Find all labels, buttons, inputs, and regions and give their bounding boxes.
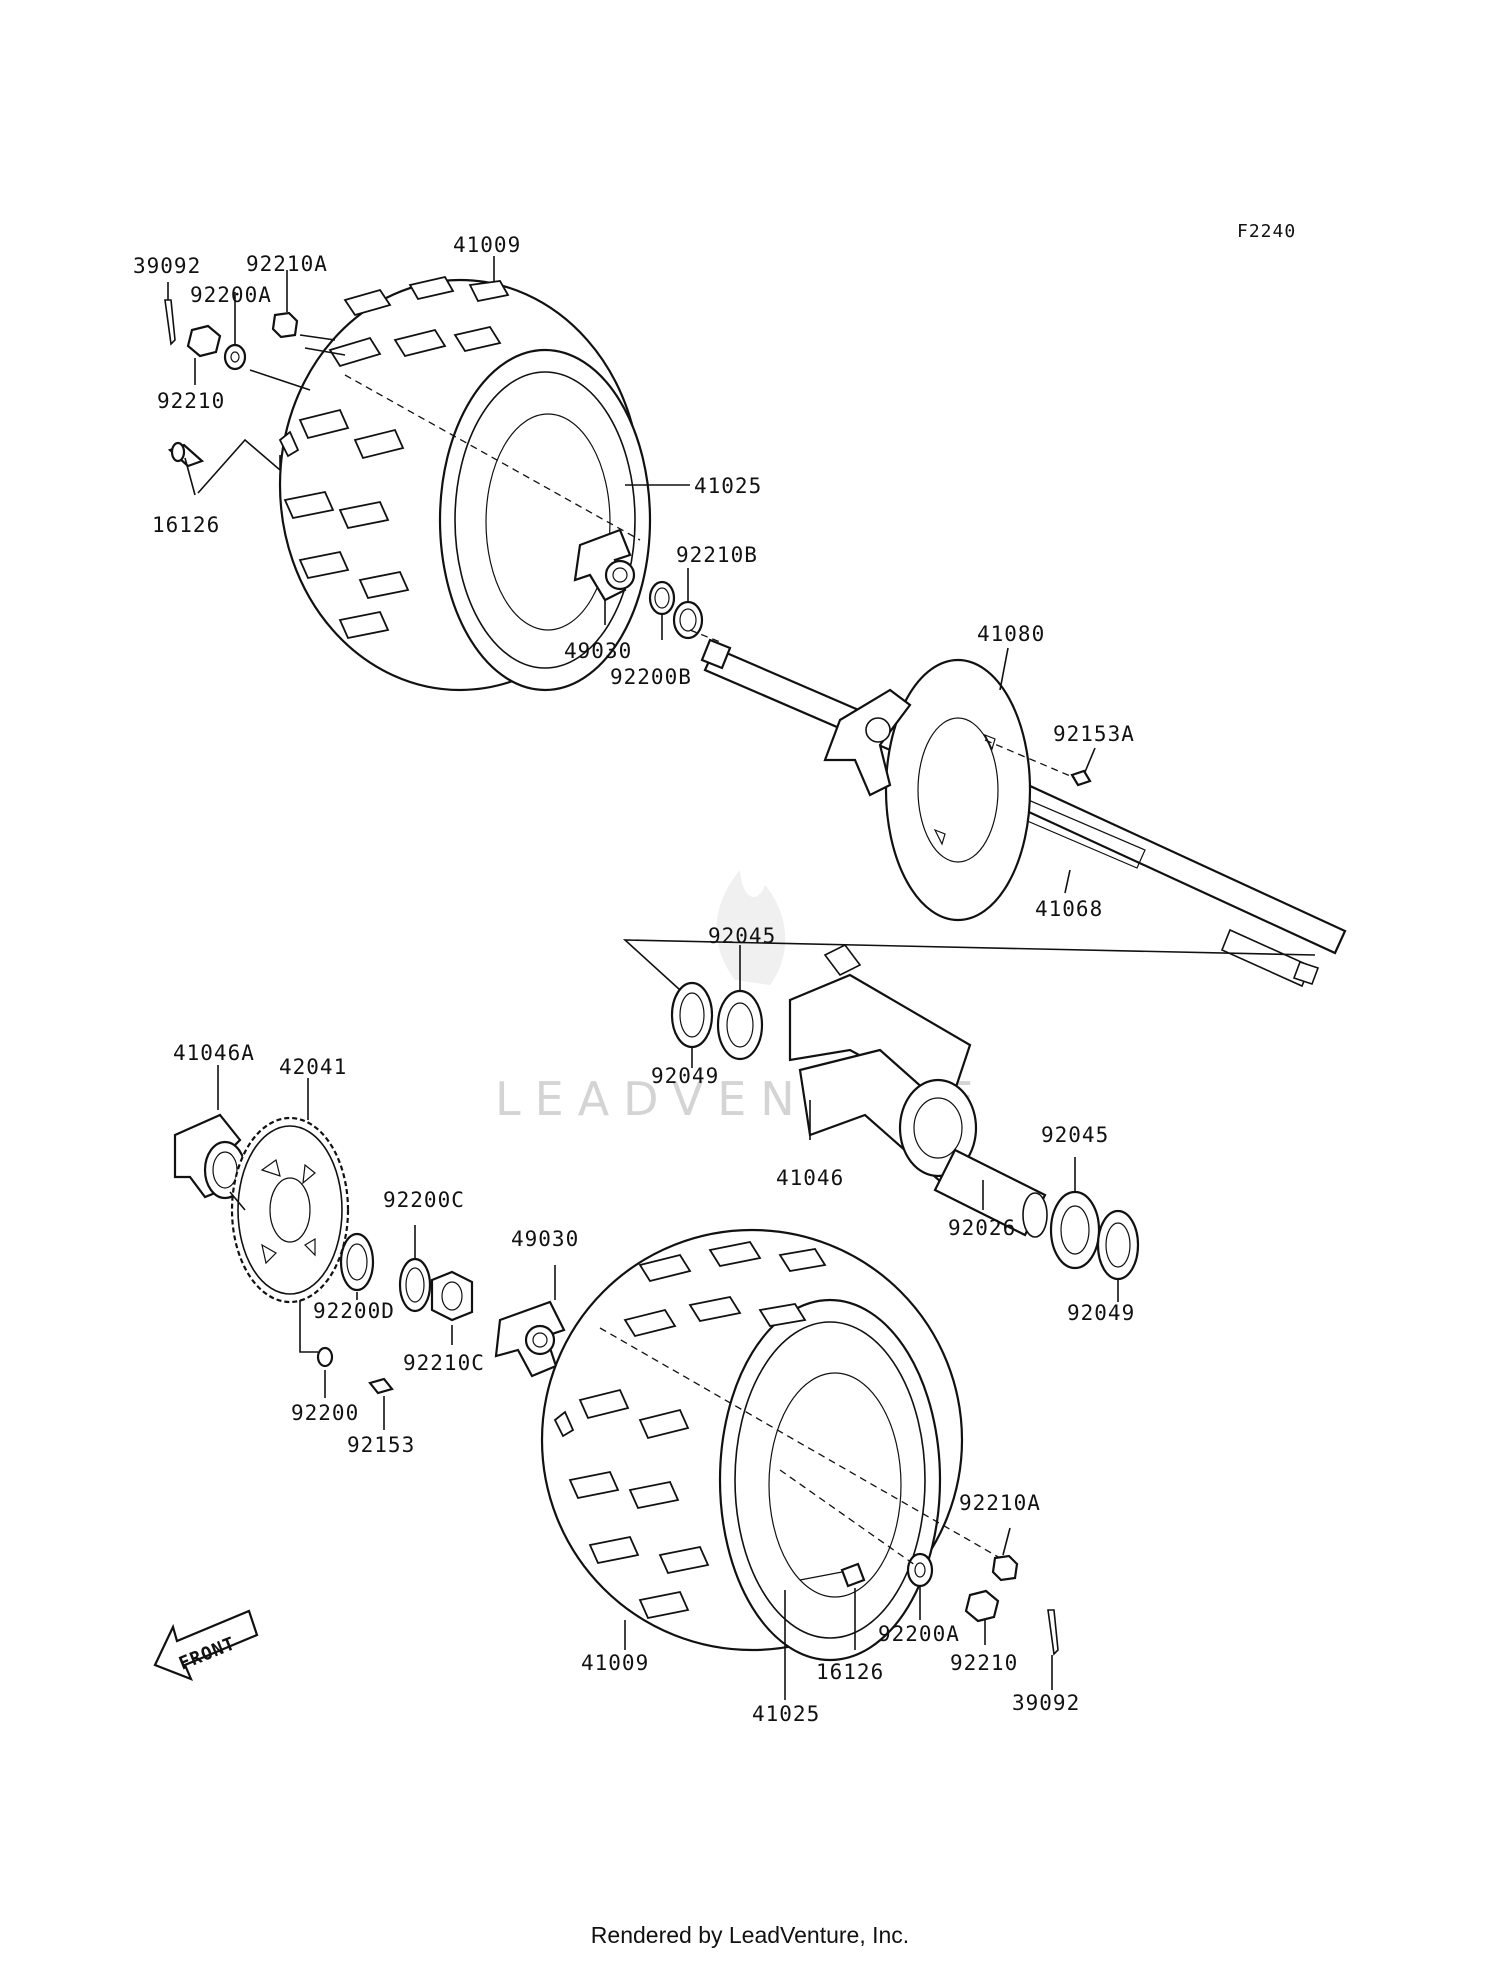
drawing-code: F2240 xyxy=(1237,221,1296,242)
lower-leader-lines xyxy=(599,1327,1053,1700)
part-label: 92210A xyxy=(959,1491,1041,1515)
part-label: 92210C xyxy=(403,1351,485,1375)
part-label: 92049 xyxy=(651,1064,719,1088)
watermark-logo xyxy=(716,870,786,985)
part-label: 92210 xyxy=(157,389,225,413)
part-number-labels: 39092 92210A 41009 92200A 92210 16126 41… xyxy=(133,233,1135,1726)
washer-92200A-lower xyxy=(906,1552,934,1588)
part-label: 39092 xyxy=(1012,1691,1080,1715)
part-label: 92210B xyxy=(676,543,758,567)
brake-disc-41080 xyxy=(884,658,1032,922)
washer-92200 xyxy=(316,1346,334,1368)
part-label: 92210 xyxy=(950,1651,1018,1675)
part-label: 92049 xyxy=(1067,1301,1135,1325)
sprocket-42041 xyxy=(230,1116,350,1304)
part-label: 92026 xyxy=(948,1216,1016,1240)
bolt-92153 xyxy=(368,1377,394,1395)
part-label: 92200C xyxy=(383,1188,465,1212)
part-label: 92200A xyxy=(878,1622,960,1646)
washer-92200B xyxy=(648,580,676,616)
part-label: 92200 xyxy=(291,1401,359,1425)
nut-92210B xyxy=(672,600,704,640)
part-label: 16126 xyxy=(816,1660,884,1684)
washer-92200C xyxy=(398,1257,432,1313)
washer-92200A-upper xyxy=(223,343,247,371)
part-label: 49030 xyxy=(511,1227,579,1251)
bearing-leader-lines xyxy=(691,945,1119,1302)
hub-49030-upper xyxy=(573,528,636,602)
bearing-92045-upper xyxy=(716,989,764,1061)
part-label: 92153A xyxy=(1053,722,1135,746)
nut-92210A-lower xyxy=(991,1554,1019,1582)
nut-92210-upper xyxy=(186,324,222,358)
part-label: 41046 xyxy=(776,1166,844,1190)
seal-92049-lower xyxy=(1096,1209,1140,1281)
part-label: 92200B xyxy=(610,665,692,689)
front-direction-arrow: FRONT xyxy=(153,1609,259,1681)
axle-flange xyxy=(823,688,912,797)
seal-92049-upper xyxy=(670,981,714,1049)
part-label: 41080 xyxy=(977,622,1045,646)
washer-92200D xyxy=(339,1232,375,1292)
part-label: 42041 xyxy=(279,1055,347,1079)
part-label: 41068 xyxy=(1035,897,1103,921)
upper-leader-lines xyxy=(167,256,721,643)
housing-41046 xyxy=(788,943,978,1192)
stud-16126-upper xyxy=(167,441,205,468)
sprocket-leader-lines xyxy=(217,1065,556,1430)
hub-49030-lower xyxy=(494,1300,566,1378)
part-label: 92200A xyxy=(190,283,272,307)
bolt-92153A xyxy=(1070,769,1092,787)
stud-16126-lower xyxy=(799,1562,866,1588)
part-label: 41025 xyxy=(752,1702,820,1726)
nut-92210A-upper xyxy=(271,311,299,339)
cotter-pin-39092-lower xyxy=(1047,1609,1059,1656)
bearing-92045-lower xyxy=(1049,1190,1101,1270)
nut-92210-lower xyxy=(964,1589,1000,1623)
part-label: 41009 xyxy=(581,1651,649,1675)
part-label: 41009 xyxy=(453,233,521,257)
part-label: 92200D xyxy=(313,1299,395,1323)
footer-credit: Rendered by LeadVenture, Inc. xyxy=(590,1922,910,1948)
part-label: 16126 xyxy=(152,513,220,537)
upper-tire-41009 xyxy=(278,275,652,692)
bearing-section-line xyxy=(622,939,1316,991)
lower-tire-41009 xyxy=(540,1228,964,1662)
part-label: 92153 xyxy=(347,1433,415,1457)
part-label: 49030 xyxy=(564,639,632,663)
nut-92210C xyxy=(430,1270,474,1322)
part-label: 92045 xyxy=(708,924,776,948)
part-label: 41025 xyxy=(694,474,762,498)
part-label: 41046A xyxy=(173,1041,255,1065)
part-label: 39092 xyxy=(133,254,201,278)
part-label: 92210A xyxy=(246,252,328,276)
part-label: 92045 xyxy=(1041,1123,1109,1147)
axle-leader-lines xyxy=(984,647,1096,894)
spacer-92026 xyxy=(933,1148,1048,1238)
cotter-pin-39092-upper xyxy=(164,299,176,346)
